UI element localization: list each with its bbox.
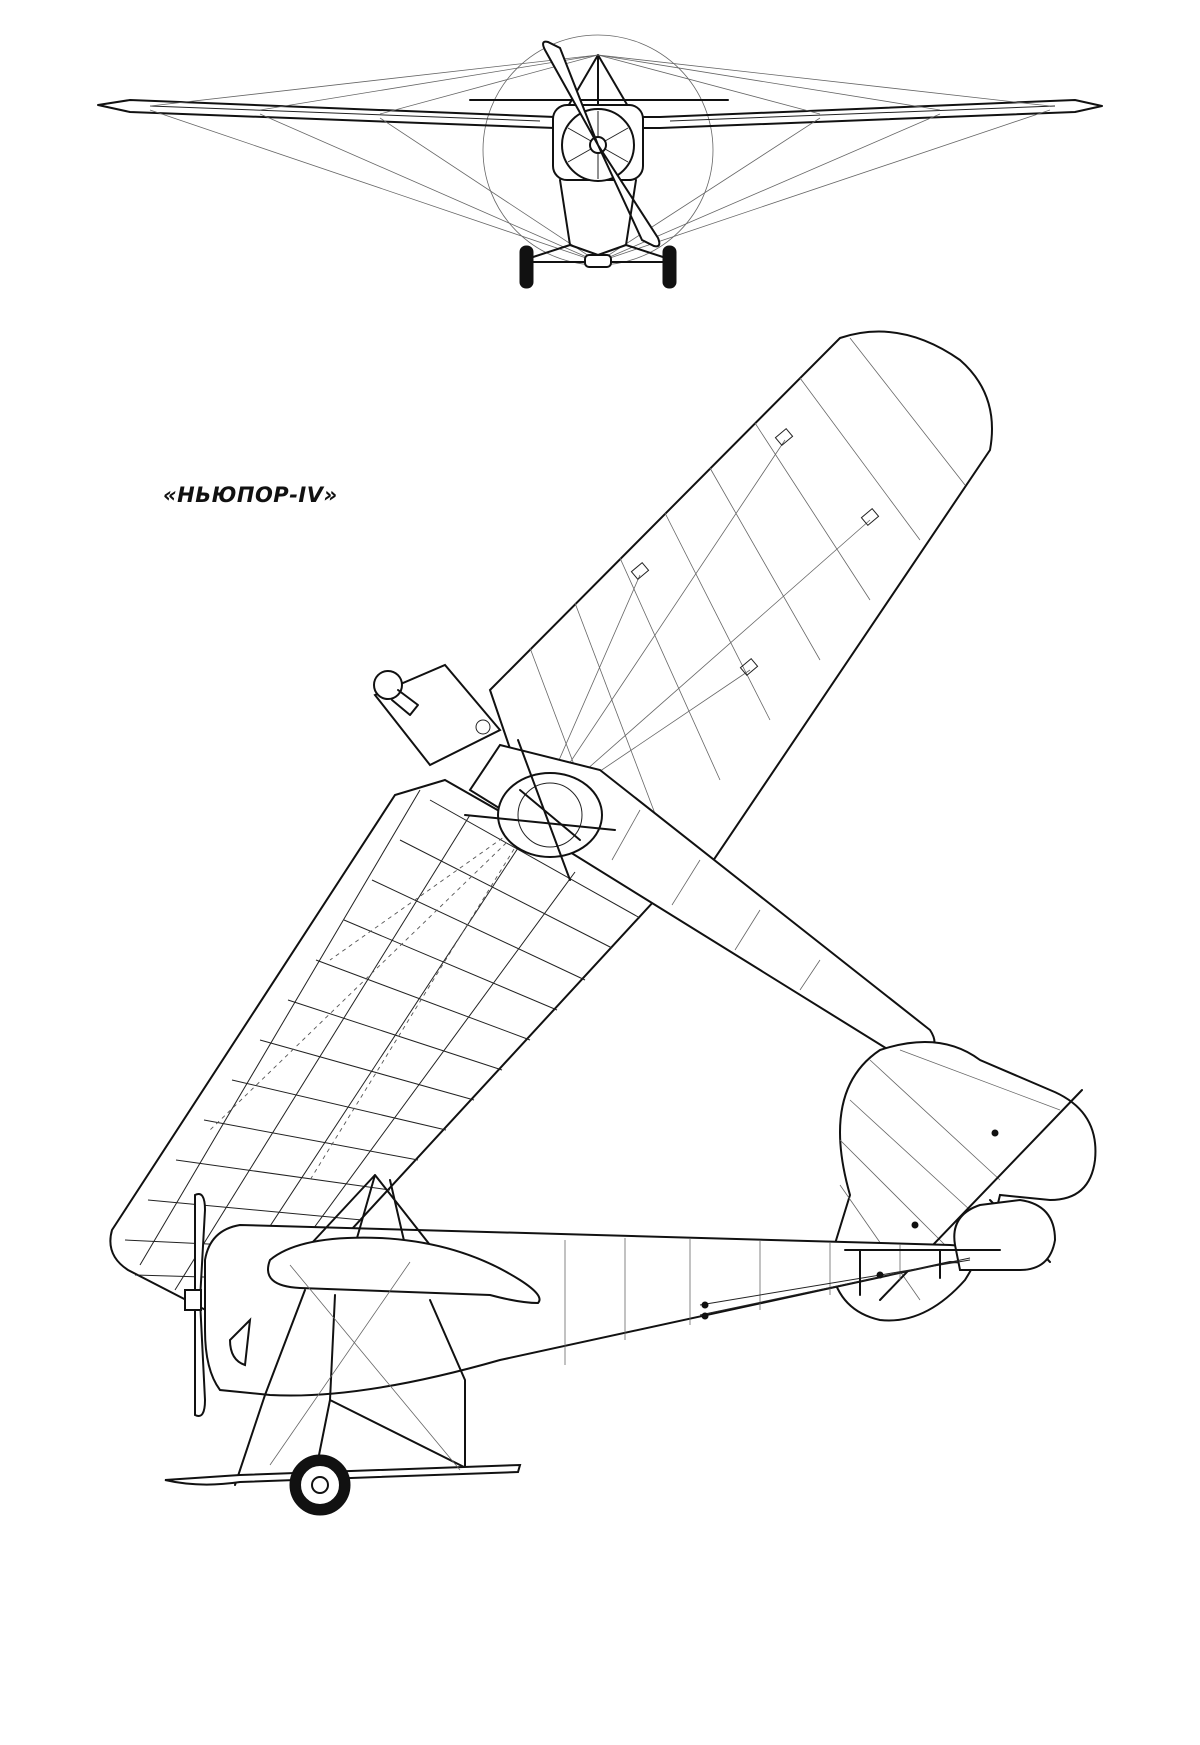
side-landing-gear: [164, 1289, 522, 1516]
front-wheel-right: [662, 245, 677, 289]
front-wing: [97, 99, 1103, 129]
front-view: [97, 34, 1103, 289]
plan-view: [109, 330, 1097, 1326]
front-propeller: [542, 40, 661, 248]
side-tail-fin: [953, 1198, 1057, 1271]
plan-engine-cowl: [373, 663, 502, 767]
plan-wing-left-bracing: [209, 814, 536, 1181]
front-wheel-left: [519, 245, 534, 289]
aircraft-title: «НЬЮПОР-IV»: [163, 483, 338, 507]
side-view: [164, 1174, 1057, 1516]
plan-wing-right-ribs: [529, 337, 966, 861]
plan-cockpit: [464, 739, 616, 881]
plan-control-horns: [630, 427, 880, 677]
side-cabane: [309, 1174, 431, 1246]
plan-pilot-head: [373, 670, 419, 716]
plan-wing-right: [488, 330, 993, 896]
front-undercarriage: [524, 179, 673, 263]
